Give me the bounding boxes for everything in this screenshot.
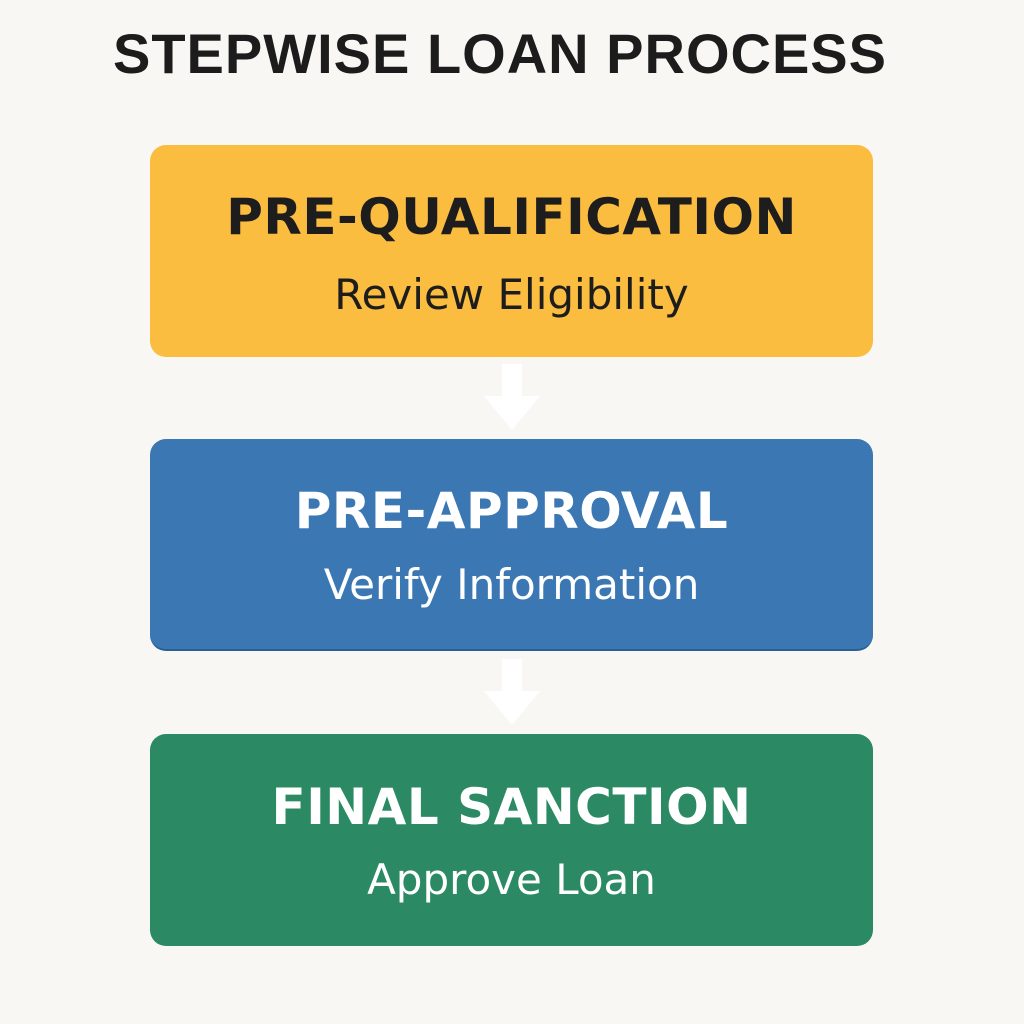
step-final-sanction: FINAL SANCTION Approve Loan bbox=[150, 734, 873, 946]
step-title: PRE-APPROVAL bbox=[294, 482, 729, 540]
step-title: PRE-QUALIFICATION bbox=[226, 188, 797, 246]
diagram-title: STEPWISE LOAN PROCESS bbox=[113, 22, 887, 85]
step-title: FINAL SANCTION bbox=[271, 778, 752, 836]
arrow-down-icon bbox=[484, 659, 540, 725]
arrow-down-icon bbox=[484, 364, 540, 430]
step-subtitle: Verify Information bbox=[323, 560, 700, 609]
step-subtitle: Review Eligibility bbox=[334, 270, 689, 319]
step-pre-approval: PRE-APPROVAL Verify Information bbox=[150, 439, 873, 651]
step-pre-qualification: PRE-QUALIFICATION Review Eligibility bbox=[150, 145, 873, 357]
step-subtitle: Approve Loan bbox=[367, 855, 656, 904]
